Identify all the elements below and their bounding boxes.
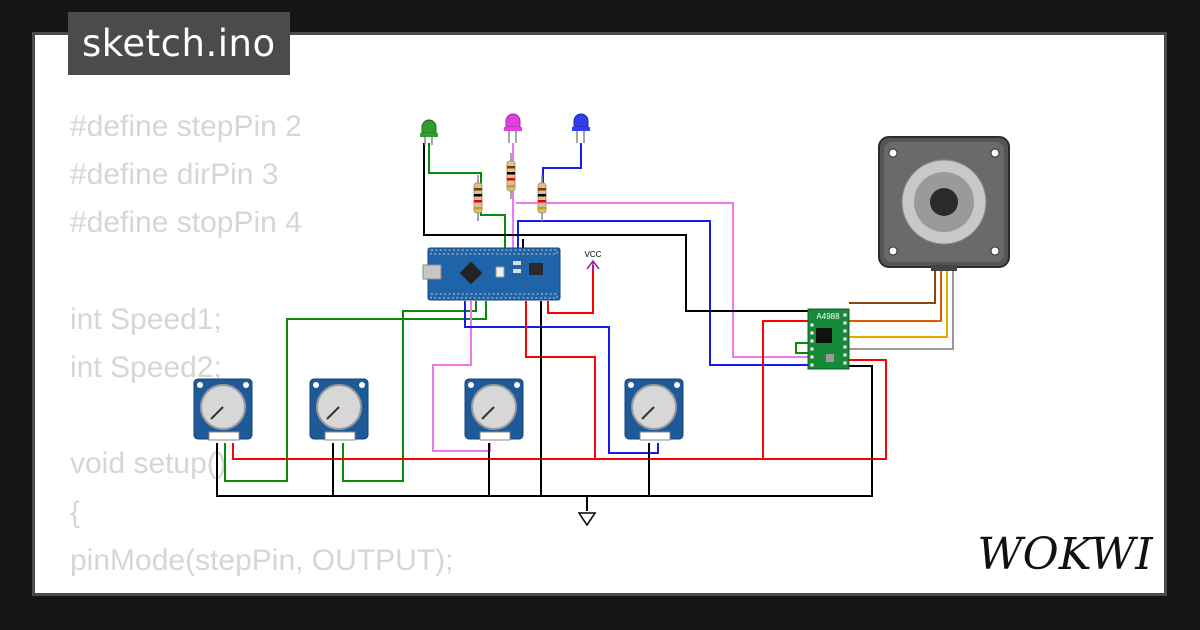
- wire-motor-1: [849, 269, 936, 304]
- code-line: {: [70, 495, 81, 529]
- wire-pink-driver: [516, 202, 810, 358]
- circuit-schematic: VCC: [193, 113, 1154, 580]
- wire-black-led: [423, 143, 810, 312]
- resistor-1[interactable]: [473, 175, 483, 221]
- stepper-motor[interactable]: [878, 136, 1010, 271]
- a4988-driver[interactable]: A4988: [807, 308, 850, 370]
- vcc-label: VCC: [585, 250, 602, 259]
- driver-label: A4988: [816, 312, 840, 321]
- wokwi-logo: WOKWI: [977, 529, 1154, 580]
- wire-green-driver-loop: [795, 342, 810, 354]
- potentiometer-4[interactable]: [624, 378, 684, 441]
- usb-port: [422, 264, 442, 280]
- wire-motor-4: [849, 269, 954, 350]
- potentiometer-3[interactable]: [464, 378, 524, 441]
- vcc-symbol: VCC: [585, 250, 602, 271]
- potentiometer-1[interactable]: [193, 378, 253, 441]
- wire-motor-2: [849, 269, 942, 322]
- wire-green-pot1: [224, 301, 487, 482]
- resistor-2[interactable]: [506, 153, 516, 199]
- code-line: #define dirPin 3: [70, 158, 279, 192]
- file-name-tab[interactable]: sketch.ino: [68, 12, 290, 75]
- green-led[interactable]: [420, 119, 438, 145]
- wokwi-logo-text: WOKWI: [977, 529, 1154, 580]
- wire-blue-led: [542, 143, 582, 183]
- code-line: pinMode(stepPin, OUTPUT);: [70, 543, 454, 577]
- wire-red-driver-right: [763, 359, 887, 460]
- wire-motor-3: [849, 269, 948, 338]
- magenta-led[interactable]: [504, 113, 522, 143]
- code-line: #define stepPin 2: [70, 110, 302, 143]
- code-line: int Speed1;: [70, 302, 222, 336]
- wires: [216, 143, 954, 511]
- wire-green-led: [428, 143, 506, 249]
- resistor-3[interactable]: [537, 175, 547, 221]
- wire-green-pot2: [342, 301, 477, 482]
- wire-black-pot-gnd: [332, 443, 650, 496]
- wire-blue-driver: [517, 220, 810, 366]
- code-line: void setup(): [70, 447, 227, 481]
- arduino-nano-board[interactable]: [422, 247, 561, 301]
- wire-black-gnd-bus: [216, 365, 873, 497]
- mcu-chip: [459, 261, 483, 285]
- ground-symbol: [577, 512, 597, 527]
- code-line: #define stopPin 4: [70, 206, 302, 240]
- code-preview: #define stepPin 2 #define dirPin 3 #defi…: [70, 103, 454, 593]
- wire-red-vcc: [547, 265, 594, 314]
- diagram-canvas: #define stepPin 2 #define dirPin 3 #defi…: [32, 32, 1167, 596]
- wire-blue-pot4: [464, 301, 659, 454]
- blue-led[interactable]: [572, 113, 590, 143]
- code-line: pinMode(dirPin, OUTPUT);: [70, 592, 430, 593]
- potentiometer-2[interactable]: [309, 378, 369, 441]
- wire-red-pot-bus: [232, 443, 763, 460]
